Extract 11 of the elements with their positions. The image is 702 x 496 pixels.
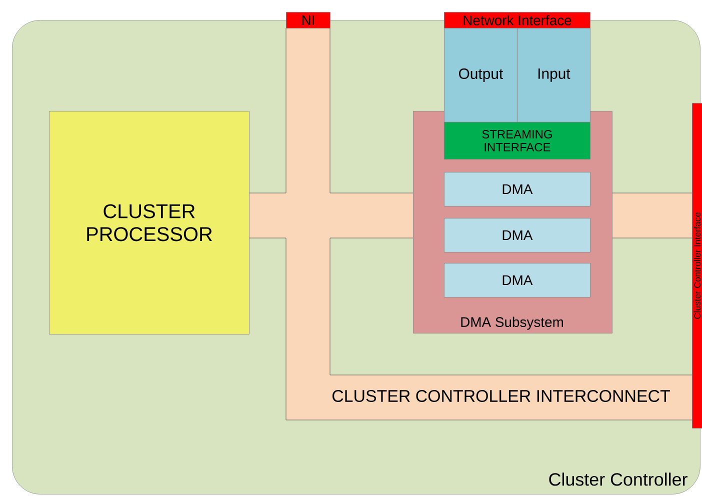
- processor-box: CLUSTER PROCESSOR: [49, 111, 250, 334]
- interface-box: Network Interface: [444, 12, 590, 28]
- dma-box: DMA: [444, 263, 590, 298]
- interface-bar: Cluster Controller Interface: [692, 103, 702, 428]
- dma-box: DMA: [444, 172, 590, 206]
- port-box: Input: [517, 28, 590, 122]
- port-box: Output: [444, 28, 518, 122]
- interface-box: NI: [286, 12, 330, 28]
- interconnect-band: CLUSTER CONTROLLER INTERCONNECT: [286, 374, 692, 420]
- dma-box: DMA: [444, 218, 590, 252]
- streaming-box: STREAMING INTERFACE: [444, 122, 590, 160]
